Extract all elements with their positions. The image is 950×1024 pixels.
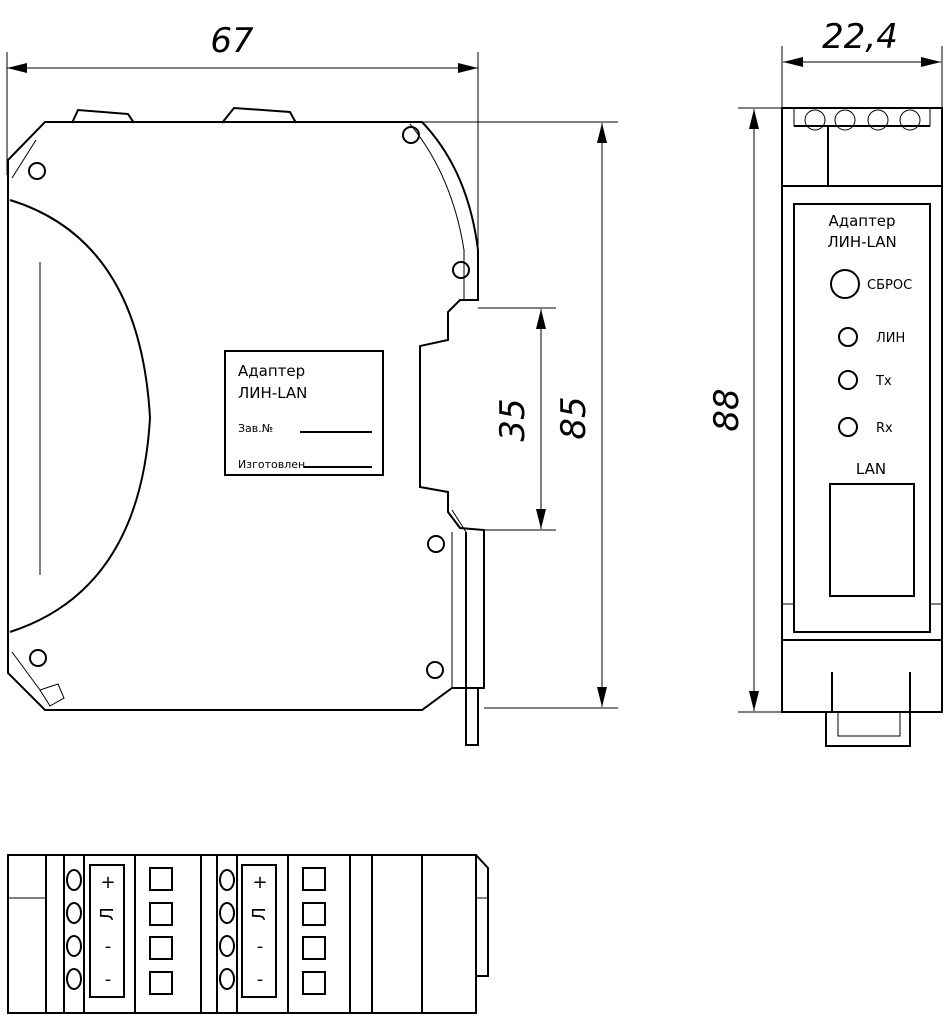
terminal-slot — [302, 936, 326, 960]
terminal-marking: - — [105, 969, 112, 990]
dim-88-text: 88 — [707, 388, 747, 431]
top-view: + Л - - + Л - - — [7, 854, 489, 1014]
side-label-title2: ЛИН-LAN — [238, 384, 307, 402]
front-terminal-screw — [804, 109, 826, 131]
terminal-group-right: + Л - - — [219, 864, 326, 998]
front-terminal-screw — [834, 109, 856, 131]
terminal-marking-strip — [241, 864, 277, 998]
front-body-outline — [781, 107, 943, 713]
front-terminal-top — [793, 107, 931, 127]
front-title1: Адаптер — [828, 212, 895, 230]
terminal-slot — [149, 936, 173, 960]
front-view: Адаптер ЛИН-LAN СБРОС ЛИН Tx Rx LAN 22,4… — [707, 17, 943, 747]
terminal-slot — [302, 867, 326, 891]
side-screw-hole — [426, 661, 444, 679]
front-terminal-edges — [794, 125, 930, 186]
side-label-manufactured: Изготовлен — [238, 458, 305, 471]
terminal-slot — [149, 867, 173, 891]
side-label-title1: Адаптер — [238, 362, 305, 380]
dim-35-text: 35 — [493, 398, 533, 441]
side-left-curve — [9, 199, 152, 633]
terminal-slot — [302, 902, 326, 926]
terminal-group-left: + Л - - — [66, 864, 173, 998]
terminal-screw — [219, 935, 235, 957]
front-panel — [793, 203, 931, 633]
terminal-marking: - — [257, 969, 264, 990]
led-rx — [838, 417, 858, 437]
top-clip-right — [221, 106, 297, 124]
led-rx-label: Rx — [876, 421, 893, 436]
dim-67-text: 67 — [210, 21, 254, 61]
front-terminal-screw — [899, 109, 921, 131]
lan-port — [829, 483, 915, 597]
terminal-marking: Л — [249, 907, 270, 921]
side-left-corner-lines — [11, 139, 41, 691]
top-body-outline — [7, 854, 477, 1014]
reset-label: СБРОС — [867, 278, 912, 293]
reset-button — [830, 269, 860, 299]
terminal-screw — [66, 869, 82, 891]
front-title2: ЛИН-LAN — [827, 233, 896, 251]
side-screw-hole — [427, 535, 445, 553]
side-screw-hole — [402, 126, 420, 144]
din-latch-detail — [451, 509, 467, 688]
terminal-screw — [66, 902, 82, 924]
terminal-slot — [149, 902, 173, 926]
led-tx-label: Tx — [875, 374, 892, 389]
side-body-inner-curve — [409, 123, 465, 300]
led-lin — [838, 327, 858, 347]
side-screw-hole — [28, 162, 46, 180]
led-lin-label: ЛИН — [876, 331, 905, 346]
terminal-slot — [149, 971, 173, 995]
front-latch-tab — [825, 712, 911, 747]
side-label-serial: Зав.№ — [238, 422, 273, 435]
front-latch-guides — [831, 672, 911, 712]
side-view: Адаптер ЛИН-LAN Зав.№ Изготовлен 67 85 3… — [6, 21, 618, 746]
led-tx — [838, 370, 858, 390]
terminal-marking-strip — [89, 864, 125, 998]
terminal-marking: + — [100, 872, 115, 893]
terminal-screw — [66, 935, 82, 957]
dim-22-text: 22,4 — [822, 17, 898, 57]
side-body-outline — [7, 121, 485, 711]
front-terminal-screw — [867, 109, 889, 131]
terminal-screw — [219, 869, 235, 891]
side-screw-hole — [29, 649, 47, 667]
side-label-plate — [224, 350, 384, 476]
top-clip-left — [71, 108, 135, 124]
terminal-screw — [219, 902, 235, 924]
terminal-marking: Л — [97, 907, 118, 921]
top-body-right-tab — [475, 854, 489, 977]
front-latch-tab-inner — [837, 712, 901, 737]
terminal-marking: + — [252, 872, 267, 893]
terminal-screw — [66, 968, 82, 990]
terminal-slot — [302, 971, 326, 995]
din-latch — [465, 532, 479, 746]
dim-85-text: 85 — [554, 396, 594, 439]
terminal-screw — [219, 968, 235, 990]
side-screw-hole — [452, 261, 470, 279]
side-bottom-clip — [39, 683, 65, 707]
terminal-marking: - — [105, 936, 112, 957]
lan-port-label: LAN — [856, 460, 886, 478]
terminal-marking: - — [257, 936, 264, 957]
